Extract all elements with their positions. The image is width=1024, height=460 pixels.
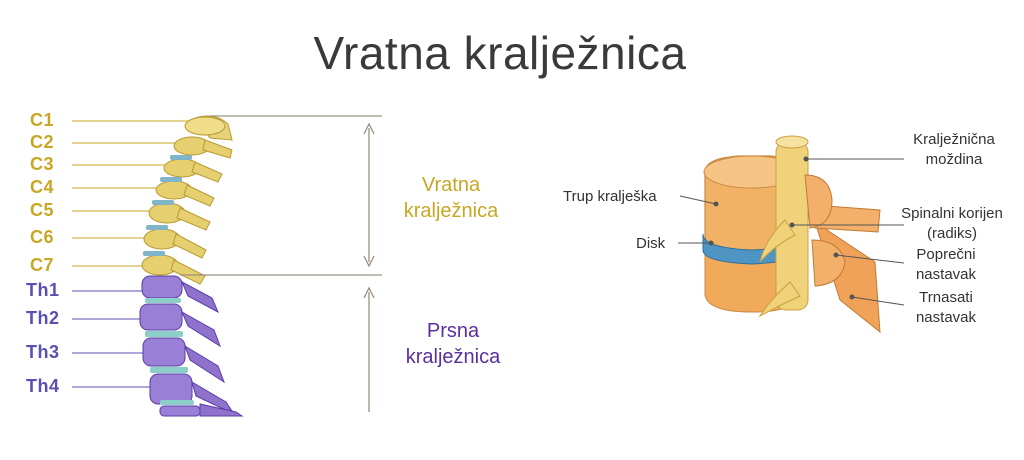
- transverse-process-label: Poprečni nastavak: [906, 245, 986, 285]
- label-c7: C7: [30, 255, 55, 275]
- cervical-region-line-1: Vratna: [421, 174, 481, 196]
- thoracic-region-label: Prsna kralježnica: [390, 318, 516, 370]
- spinal-root-line-1: Spinalni korijen: [901, 205, 1003, 222]
- spinal-cord-line-1: Kralježnična: [913, 131, 995, 148]
- spinal-cord-label: Kralježnična moždina: [906, 130, 1002, 170]
- thoracic-leaders: [72, 290, 158, 388]
- cervical-region-label: Vratna kralježnica: [388, 172, 514, 224]
- label-th4: Th4: [26, 376, 60, 396]
- label-c6: C6: [30, 227, 55, 247]
- spinal-root-label: Spinalni korijen (radiks): [886, 204, 1018, 244]
- label-th2: Th2: [26, 308, 60, 328]
- thoracic-region-line-1: Prsna: [426, 320, 480, 342]
- spinal-root-line-2: (radiks): [926, 225, 977, 242]
- anatomy-leaders: [678, 156, 905, 306]
- spinous-process-line-1: Trnasati: [919, 289, 973, 306]
- page-title: Vratna kralježnica: [313, 27, 687, 79]
- label-c5: C5: [30, 200, 55, 220]
- vertebral-body-label: Trup kralješka: [563, 188, 657, 205]
- spinous-process-label: Trnasati nastavak: [906, 288, 986, 328]
- disc-label: Disk: [636, 235, 666, 252]
- spinal-cord-line-2: moždina: [925, 151, 983, 168]
- spinous-process-line-2: nastavak: [915, 309, 977, 326]
- thoracic-vertebrae: [139, 275, 244, 417]
- region-brackets: [180, 115, 382, 412]
- label-c1: C1: [30, 110, 55, 130]
- label-th3: Th3: [26, 342, 60, 362]
- label-c4: C4: [30, 177, 55, 197]
- label-c2: C2: [30, 132, 55, 152]
- cervical-vertebrae: [141, 115, 233, 285]
- vertebra-illustration: [702, 135, 881, 334]
- cervical-leaders: [72, 120, 205, 267]
- label-th1: Th1: [26, 280, 60, 300]
- label-c3: C3: [30, 154, 55, 174]
- thoracic-region-line-2: kralježnica: [405, 346, 501, 368]
- cervical-region-line-2: kralježnica: [403, 200, 499, 222]
- transverse-process-line-1: Poprečni: [916, 246, 976, 263]
- transverse-process-line-2: nastavak: [915, 266, 977, 283]
